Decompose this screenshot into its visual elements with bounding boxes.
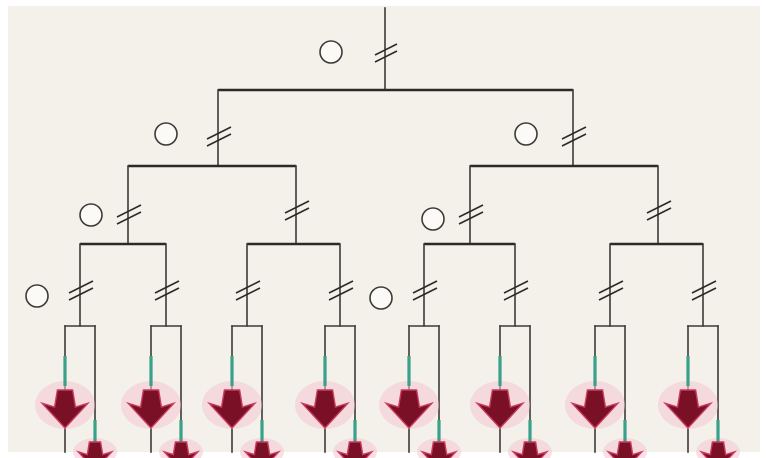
outlet-7-arrow-2 bbox=[605, 441, 645, 458]
callout-3 bbox=[514, 122, 538, 146]
switch-4-5 bbox=[412, 280, 438, 301]
switch-3-d bbox=[646, 200, 672, 221]
outlet-8-arrow-2 bbox=[698, 441, 738, 458]
switch-3-a bbox=[116, 204, 142, 225]
outlet-6 bbox=[470, 325, 552, 458]
outlet-4-arrow bbox=[299, 389, 351, 430]
switch-1 bbox=[374, 43, 398, 63]
switch-4-6 bbox=[503, 280, 529, 301]
outlet-1-arrow-2 bbox=[75, 441, 115, 458]
switch-3-c bbox=[458, 204, 484, 225]
switch-4-7 bbox=[598, 280, 624, 301]
outlet-5-arrow bbox=[383, 389, 435, 430]
diagram-background bbox=[8, 6, 760, 452]
outlet-6-arrow-2 bbox=[510, 441, 550, 458]
switch-4-1 bbox=[68, 280, 94, 301]
tier-1 bbox=[218, 7, 573, 92]
outlet-2-arrow bbox=[125, 389, 177, 430]
outlet-3-arrow-2 bbox=[242, 441, 282, 458]
tier-3 bbox=[79, 165, 703, 246]
callout-1 bbox=[319, 40, 343, 64]
callout-7 bbox=[369, 286, 393, 310]
outlet-8-arrow bbox=[662, 389, 714, 430]
callout-4 bbox=[79, 203, 103, 227]
outlet-7-arrow bbox=[569, 389, 621, 430]
outlet-4-arrow-2 bbox=[335, 441, 375, 458]
outlet-6-arrow bbox=[474, 389, 526, 430]
tier-2 bbox=[128, 89, 658, 168]
outlet-2-arrow-2 bbox=[161, 441, 201, 458]
switch-2-right bbox=[561, 126, 587, 147]
outlet-3 bbox=[202, 325, 284, 458]
outlet-5-arrow-2 bbox=[419, 441, 459, 458]
switch-2-left bbox=[206, 126, 232, 147]
tier-4 bbox=[25, 243, 717, 327]
outlet-group bbox=[35, 325, 740, 458]
switch-4-4 bbox=[328, 280, 354, 301]
outlet-1 bbox=[35, 325, 117, 458]
outlet-2 bbox=[121, 325, 203, 458]
outlet-4 bbox=[295, 325, 377, 458]
switch-4-3 bbox=[235, 280, 261, 301]
outlet-1-arrow bbox=[39, 389, 91, 430]
switch-4-2 bbox=[154, 280, 180, 301]
outlet-8 bbox=[658, 325, 740, 458]
callout-5 bbox=[421, 207, 445, 231]
callout-2 bbox=[154, 122, 178, 146]
callout-6 bbox=[25, 284, 49, 308]
outlet-3-arrow bbox=[206, 389, 258, 430]
outlet-5 bbox=[379, 325, 461, 458]
switch-3-b bbox=[284, 200, 310, 221]
switch-4-8 bbox=[691, 280, 717, 301]
outlet-7 bbox=[565, 325, 647, 458]
